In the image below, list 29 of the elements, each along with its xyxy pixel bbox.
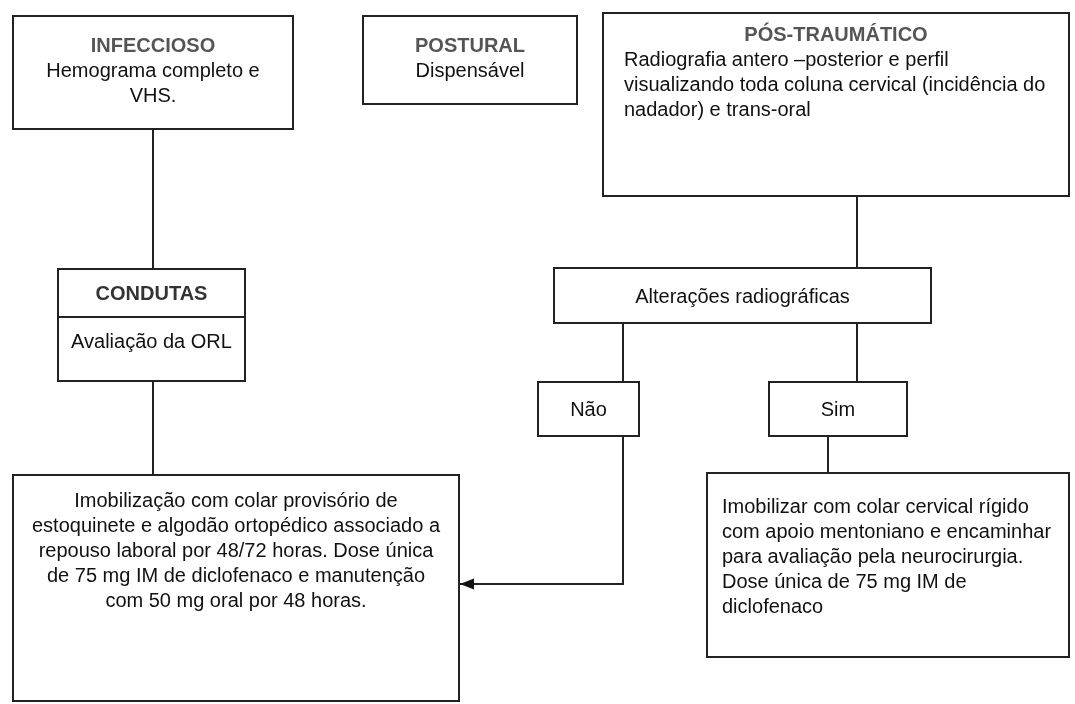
box-text: Imobilização com colar provisório de estoquinete e algodão ortopédico associado a repouso laboral por 48/72 horas. Dose única de 75 mg IM de diclofenaco e manutenção com 50 mg oral por 48 horas. xyxy=(30,488,442,613)
connector-line xyxy=(152,381,154,475)
process-box xyxy=(12,15,294,130)
process-box xyxy=(12,474,460,702)
box-text: Não xyxy=(570,397,607,422)
box-text: Radiografia antero –posterior e perfil visualizando toda coluna cervical (incidência do nadador) e trans-oral xyxy=(624,47,1047,122)
arrow xyxy=(459,436,624,590)
box-text: Sim xyxy=(820,397,856,422)
connector-line xyxy=(856,196,858,268)
box-text: Alterações radiográficas xyxy=(635,283,850,309)
connector-line xyxy=(856,323,858,382)
process-box xyxy=(57,268,246,382)
process-box xyxy=(602,12,1070,197)
box-heading: CONDUTAS xyxy=(95,281,208,306)
connector-line xyxy=(152,129,154,269)
process-box xyxy=(553,267,932,324)
box-heading: INFECCIOSO xyxy=(90,33,216,58)
box-text: Avaliação da ORL xyxy=(71,329,232,354)
process-box xyxy=(768,381,908,437)
process-box xyxy=(362,15,578,105)
connector-line xyxy=(622,323,624,382)
box-text: Imobilizar com colar cervical rígido com apoio mentoniano e encaminhar para avaliação pela neurocirurgia. Dose única de 75 mg IM de diclofenaco xyxy=(722,494,1053,619)
process-box xyxy=(706,472,1070,658)
box-heading: POSTURAL xyxy=(415,33,525,58)
connector-line xyxy=(827,436,829,473)
box-text: Dispensável xyxy=(415,58,525,83)
box-text: Hemograma completo e VHS. xyxy=(45,58,261,108)
box-heading: PÓS-TRAUMÁTICO xyxy=(744,22,928,47)
process-box xyxy=(537,381,640,437)
